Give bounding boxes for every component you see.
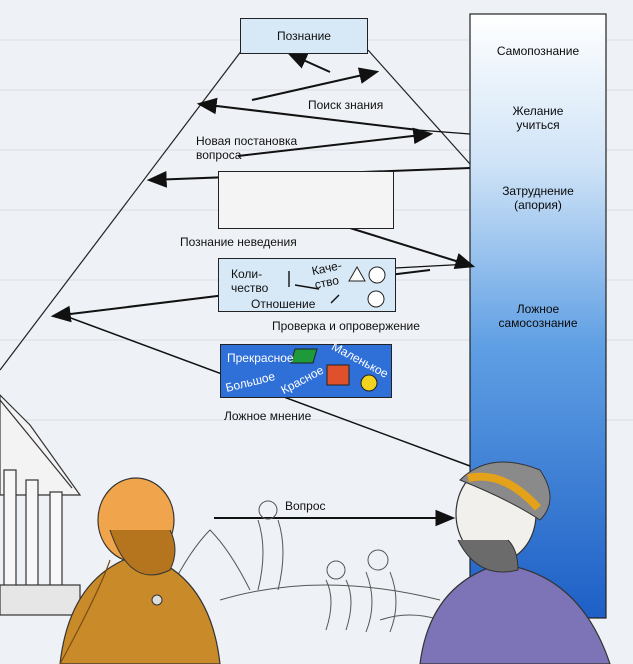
column-label-false-self: Ложное самосознание [498, 302, 578, 330]
label-ignorance: Познание неведения [180, 235, 297, 249]
arrow-search-right [251, 67, 380, 101]
arrow-desire [196, 97, 419, 131]
label-question: Вопрос [285, 499, 326, 513]
column-label-desire: Желание учиться [512, 104, 564, 132]
arrow-question-right [237, 127, 434, 157]
socrates-figure [59, 477, 221, 664]
opinion-beautiful: Прекрасное [227, 351, 294, 365]
categories-box: Коли- чество Каче- ство Отношение [218, 258, 396, 312]
opinion-box: Прекрасное Маленькое Большое Красное [220, 339, 392, 398]
arrow-check-right [394, 263, 471, 269]
label-new-question: Новая постановка вопроса [196, 134, 298, 162]
arrow-search-up [286, 52, 331, 73]
category-quantity: Коли- чество [231, 267, 269, 295]
column-label-difficulty: Затруднение (апория) [502, 184, 574, 212]
knowledge-box-label: Познание [277, 29, 331, 43]
pyramid-right-edge [367, 49, 471, 165]
crowd-sketch [169, 500, 441, 633]
category-relation: Отношение [251, 297, 316, 311]
label-false-opinion: Ложное мнение [224, 409, 312, 423]
column-label-self-knowledge: Самопознание [496, 44, 580, 58]
temple-illustration [0, 394, 82, 616]
category-shapes [288, 265, 386, 308]
ignorance-box [218, 171, 394, 229]
label-search: Поиск знания [308, 98, 384, 112]
arrow-new-question [417, 129, 471, 135]
label-verify: Проверка и опровержение [272, 319, 420, 333]
youth-figure [419, 461, 611, 664]
knowledge-box: Познание [240, 18, 368, 54]
arrow-ignorance [349, 227, 476, 269]
opinion-shapes [290, 348, 378, 392]
